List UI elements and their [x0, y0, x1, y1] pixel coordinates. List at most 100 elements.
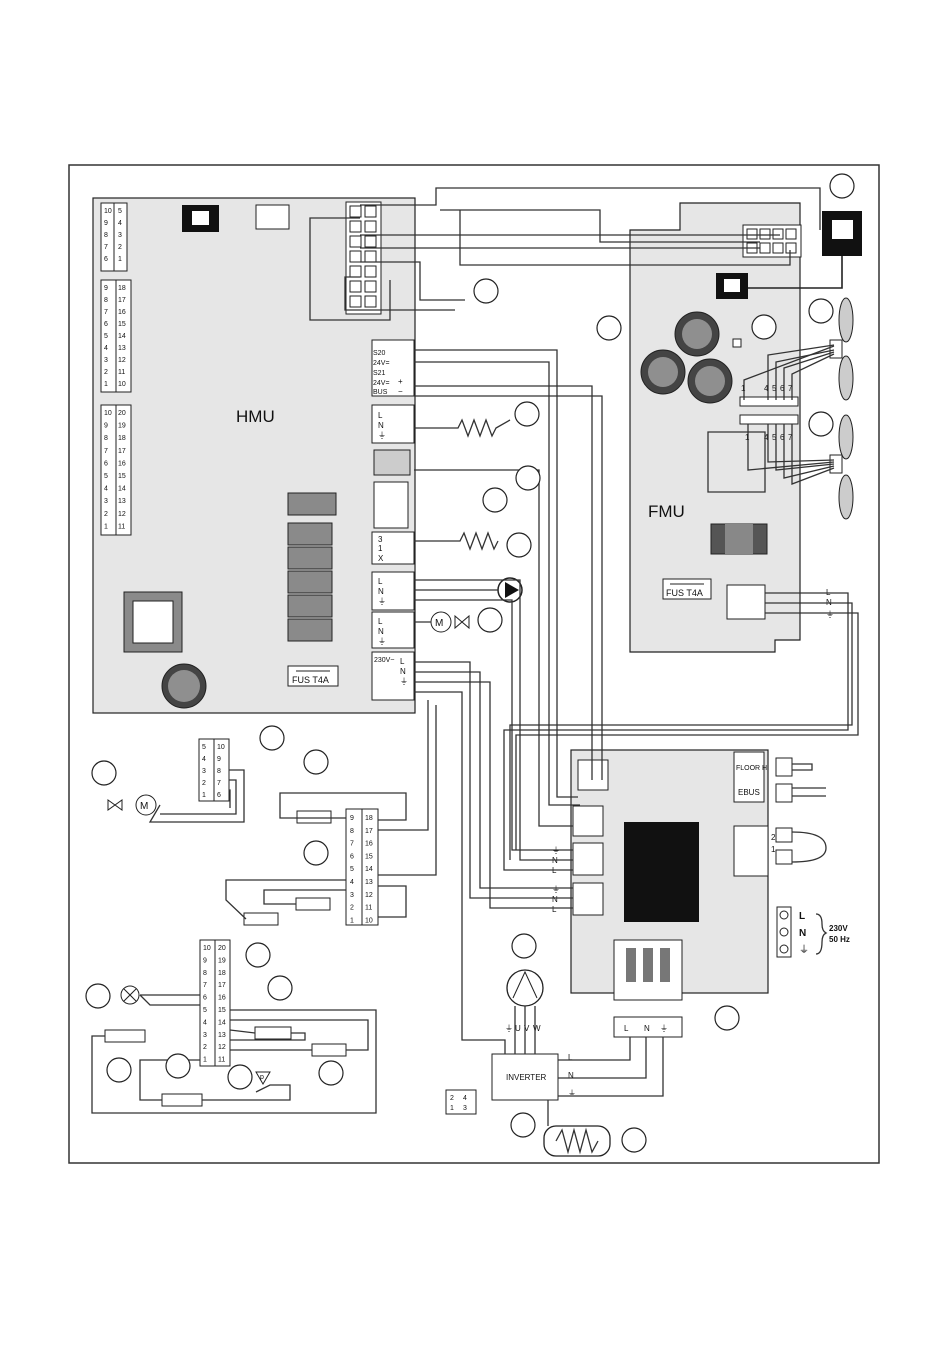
- svg-text:1: 1: [771, 845, 776, 854]
- strip-pin-label: 11: [118, 369, 125, 376]
- strip-pin-label: 18: [365, 815, 373, 822]
- svg-text:24V=: 24V=: [373, 380, 390, 387]
- svg-text:230V: 230V: [829, 924, 848, 933]
- fmu-board: 1 4 5 6 7 1 4 5 6 7 FUS T4A FMU: [629, 202, 802, 653]
- strip-pin-label: 16: [118, 460, 126, 467]
- svg-text:FLOOR H: FLOOR H: [736, 765, 767, 772]
- callout-markers: [85, 173, 855, 1153]
- hmu-strip-20: [100, 404, 132, 536]
- strip-pin-label: 13: [218, 1032, 226, 1039]
- fmu-rj-socket-icon: [716, 273, 748, 299]
- svg-text:⏚: ⏚: [568, 1089, 576, 1098]
- strip-pin-label: 13: [365, 879, 373, 886]
- heater-element-icon: [543, 1125, 611, 1157]
- strip-pin-label: 14: [118, 333, 126, 340]
- strip-pin-label: 15: [118, 473, 126, 480]
- strip-pin-label: 4: [104, 345, 108, 352]
- svg-text:⏚: ⏚: [552, 885, 560, 894]
- ebus-floor-terminals: [775, 757, 827, 865]
- strip-pin-label: 8: [104, 297, 108, 304]
- motor-valve-icon: M: [107, 794, 157, 816]
- strip-pin-label: 2: [104, 511, 108, 518]
- svg-text:M: M: [435, 618, 443, 629]
- svg-text:N: N: [378, 627, 384, 636]
- strip-pin-label: 5: [118, 208, 122, 215]
- fmu-fuse: FUS T4A: [662, 578, 712, 600]
- svg-text:N: N: [400, 667, 406, 676]
- svg-text:L: L: [552, 905, 557, 914]
- hmu-fuse: FUS T4A: [287, 665, 339, 687]
- strip-pin-label: 18: [118, 285, 126, 292]
- strip-pin-label: 3: [203, 1032, 207, 1039]
- strip-pin-label: 15: [365, 853, 373, 860]
- svg-text:−: −: [398, 387, 403, 396]
- strip-pin-label: 9: [217, 756, 221, 763]
- svg-text:⏚: ⏚: [378, 597, 386, 606]
- strip-pin-label: 3: [202, 768, 206, 775]
- svg-text:⏚: ⏚: [799, 944, 809, 956]
- fmu-board-label: FMU: [648, 502, 685, 521]
- strip-pin-label: 8: [217, 768, 221, 775]
- svg-text:N: N: [568, 1071, 574, 1080]
- hmu-2pin-connector: [255, 204, 290, 230]
- svg-text:1: 1: [378, 544, 383, 553]
- strip-pin-label: 14: [218, 1019, 226, 1026]
- x-strip-sensors-2: [199, 939, 231, 1067]
- lower-control-board: L N ⏚ FLOOR H EBUS 2 1 ⏚ N L ⏚ N L: [552, 749, 776, 1038]
- svg-text:L: L: [378, 617, 383, 626]
- svg-text:4: 4: [764, 433, 769, 442]
- strip-pin-label: 14: [118, 486, 126, 493]
- strip-pin-label: 1: [350, 917, 354, 924]
- x-strip-sensors-1: [345, 808, 379, 926]
- fmu-choke: [710, 523, 768, 555]
- strip-pin-label: 4: [104, 486, 108, 493]
- strip-pin-label: 15: [118, 321, 126, 328]
- fan-1-icon: [829, 297, 854, 401]
- strip-pin-label: 10: [104, 208, 112, 215]
- hmu-main-connector: [345, 201, 382, 315]
- svg-text:BUS: BUS: [373, 389, 388, 396]
- svg-text:N: N: [799, 928, 806, 939]
- svg-text:EBUS: EBUS: [738, 788, 760, 797]
- svg-text:4: 4: [463, 1095, 467, 1102]
- strip-pin-label: 3: [104, 357, 108, 364]
- svg-text:50 Hz: 50 Hz: [829, 935, 850, 944]
- strip-pin-label: 6: [104, 460, 108, 467]
- strip-pin-label: 17: [118, 297, 126, 304]
- svg-text:2: 2: [771, 833, 776, 842]
- strip-pin-label: 7: [203, 982, 207, 989]
- svg-text:U: U: [515, 1024, 521, 1033]
- strip-pin-label: 20: [218, 945, 226, 952]
- rj45-socket-icon: [822, 211, 862, 256]
- fmu-capacitors: [640, 311, 742, 404]
- mixer-motor-icon: M: [430, 611, 470, 633]
- strip-pin-label: 6: [104, 321, 108, 328]
- strip-pin-label: 8: [350, 828, 354, 835]
- strip-pin-label: 15: [218, 1007, 226, 1014]
- strip-pin-label: 5: [104, 333, 108, 340]
- strip-pin-label: 2: [104, 369, 108, 376]
- svg-text:L: L: [568, 1053, 573, 1062]
- svg-text:6: 6: [780, 433, 785, 442]
- strip-pin-label: 5: [350, 866, 354, 873]
- svg-text:S21: S21: [373, 370, 386, 377]
- pressure-switch-icon: p: [255, 1071, 271, 1085]
- strip-pin-label: 2: [202, 780, 206, 787]
- hmu-connector-labels: S20 24V= S21 24V= BUS + − L N ⏚ 3 1 X L …: [373, 350, 408, 686]
- svg-text:⏚: ⏚: [826, 610, 834, 619]
- strip-pin-label: 18: [218, 970, 226, 977]
- lower-board-display: [624, 822, 699, 922]
- strip-pin-label: 1: [118, 256, 122, 263]
- strip-pin-label: 17: [365, 828, 373, 835]
- strip-pin-label: 4: [202, 756, 206, 763]
- fmu-top-connector: [742, 224, 802, 258]
- strip-pin-label: 3: [118, 232, 122, 239]
- strip-pin-label: 10: [118, 381, 126, 388]
- svg-text:L: L: [624, 1024, 629, 1033]
- svg-text:24V=: 24V=: [373, 360, 390, 367]
- svg-text:7: 7: [788, 384, 793, 393]
- strip-pin-label: 12: [118, 511, 126, 518]
- svg-text:W: W: [533, 1024, 541, 1033]
- svg-text:N: N: [378, 421, 384, 430]
